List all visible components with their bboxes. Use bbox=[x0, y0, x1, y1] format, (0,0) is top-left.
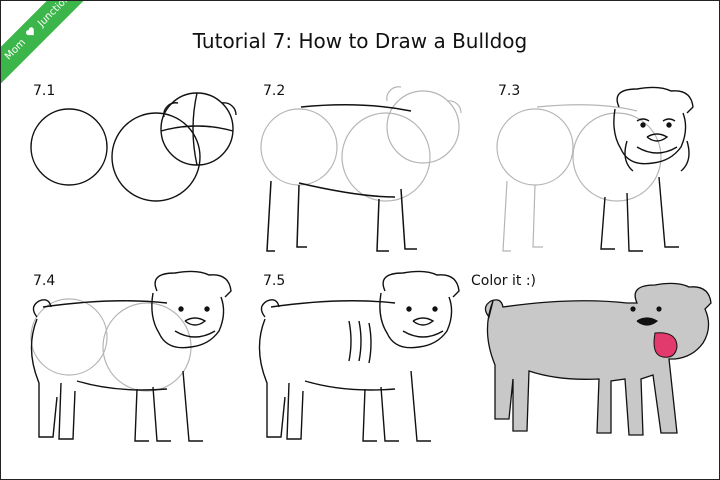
page-title: Tutorial 7: How to Draw a Bulldog bbox=[192, 29, 528, 53]
step-7-4-drawing bbox=[30, 270, 232, 442]
bulldog-outline bbox=[30, 270, 232, 442]
step-label-7-3: 7.3 bbox=[498, 83, 521, 99]
right-eye bbox=[656, 306, 662, 312]
body-rear-circle bbox=[30, 108, 108, 186]
colored-bulldog-drawing bbox=[484, 282, 712, 436]
momjunction-logo: Mom Junction bbox=[1, 0, 101, 91]
bulldog-colored-body bbox=[484, 282, 712, 436]
head-horizontal-guide bbox=[160, 125, 234, 132]
step-7-5-drawing bbox=[258, 270, 460, 442]
step-7-2-drawing bbox=[260, 86, 462, 252]
bulldog-final-outline bbox=[258, 270, 460, 442]
heart-icon bbox=[26, 27, 34, 35]
right-ear-guide bbox=[221, 102, 237, 116]
logo-brand-right: Junction bbox=[36, 0, 73, 30]
left-ear-guide bbox=[163, 102, 179, 118]
step-7-1-drawing bbox=[30, 92, 237, 202]
step-label-7-5: 7.5 bbox=[263, 273, 286, 289]
step-7-3-drawing bbox=[496, 86, 694, 252]
front-legs bbox=[600, 176, 679, 252]
nose bbox=[636, 317, 659, 326]
left-eye bbox=[630, 306, 636, 312]
step-label-7-1: 7.1 bbox=[33, 83, 56, 99]
tongue bbox=[653, 332, 678, 358]
back-and-legs bbox=[266, 104, 417, 252]
step-label-7-2: 7.2 bbox=[263, 83, 286, 99]
body-front-circle bbox=[111, 112, 201, 202]
step-label-7-4: 7.4 bbox=[33, 273, 56, 289]
head-vertical-guide bbox=[192, 92, 198, 166]
step-label-color-it: Color it :) bbox=[471, 273, 537, 289]
bulldog-head bbox=[613, 86, 694, 172]
